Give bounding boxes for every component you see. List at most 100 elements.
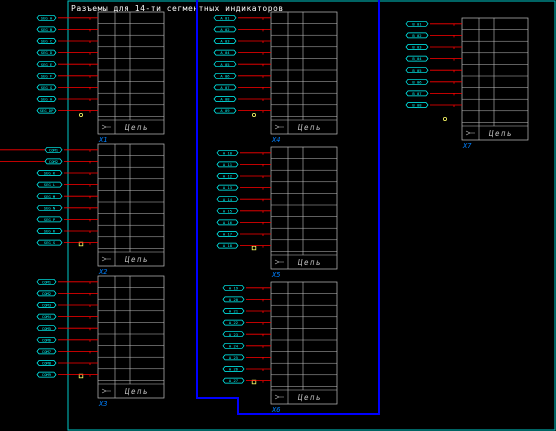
pin-row: SEG_B — [36, 26, 98, 33]
net-label-text: COM8 — [42, 361, 52, 366]
table-footer-label: Цепь — [297, 123, 322, 132]
net-label-text: A_05 — [220, 62, 229, 67]
pin-row: A_05 — [213, 61, 271, 68]
pin-row: SEG_G — [36, 84, 98, 91]
table-footer-label: Цепь — [124, 387, 149, 396]
net-label-text: A_18 — [223, 243, 233, 248]
net-label-text: SEG_F — [41, 73, 53, 78]
net-label-flag — [213, 38, 237, 44]
net-label-text: SEG_N — [44, 205, 56, 210]
net-label-text: A_21 — [229, 309, 239, 314]
net-label-flag — [405, 67, 429, 74]
net-label-flag — [36, 84, 57, 91]
pin-row: SEG_D — [36, 49, 98, 56]
pin-row: A_01 — [213, 14, 271, 21]
pin-row: SEG_E — [36, 61, 98, 68]
net-label-text: SEG_D — [41, 50, 53, 55]
connector-x2: ЦепьX2COM1COM2SEG_KSEG_LSEG_MSEG_NSEG_PS… — [0, 143, 165, 276]
connector-designator: X6 — [271, 406, 280, 414]
bus-line — [196, 0, 380, 415]
connectors-layer: ЦепьX1SEG_ASEG_BSEG_CSEG_DSEG_ESEG_FSEG_… — [0, 11, 529, 414]
net-label-flag — [36, 49, 57, 56]
connector-table-frame — [97, 11, 165, 135]
net-label-text: COM3 — [42, 303, 51, 308]
pin-row: COM5 — [36, 325, 98, 332]
net-label-text: A_09 — [220, 108, 230, 113]
net-label-flag — [216, 173, 239, 179]
net-label-flag — [36, 290, 57, 297]
pin-symbol-icon — [101, 388, 111, 394]
net-label-text: A_14 — [223, 197, 233, 202]
pin-symbol-icon — [274, 259, 284, 265]
pin-row: B_06 — [405, 78, 462, 85]
pin-row: SEG_S — [36, 239, 98, 246]
net-label-flag — [36, 360, 57, 366]
net-label-text: SEG_S — [44, 240, 56, 245]
net-label-text: SEG_M — [44, 194, 56, 199]
net-label-text: A_16 — [223, 220, 233, 225]
net-label-flag — [405, 44, 429, 50]
pin-row: SEG_C — [36, 38, 98, 44]
net-label-flag — [222, 377, 245, 384]
net-label-text: SEG_R — [44, 229, 56, 234]
net-label-text: A_27 — [229, 378, 238, 383]
net-label-flag — [222, 342, 245, 349]
junction-marker — [442, 117, 447, 122]
pin-row: COM4 — [36, 313, 98, 320]
connector-table-frame — [270, 11, 338, 135]
net-label-flag — [36, 96, 57, 102]
net-label-flag — [36, 26, 57, 33]
net-label-flag — [44, 158, 63, 165]
pin-row: SEG_DP — [36, 107, 98, 114]
net-label-flag — [216, 184, 239, 191]
net-label-text: A_01 — [220, 15, 230, 20]
net-label-text: A_20 — [229, 297, 239, 302]
net-label-flag — [213, 84, 237, 91]
net-label-text: COM4 — [42, 314, 52, 319]
net-label-text: B_08 — [412, 103, 422, 108]
sheet-title: Разъемы для 14-ти сегментных индикаторов — [71, 4, 284, 13]
net-label-text: COM5 — [42, 326, 51, 331]
net-label-flag — [36, 239, 63, 246]
pin-row: A_18 — [216, 242, 271, 249]
connector-table-frame — [270, 281, 338, 405]
junction-marker — [79, 113, 84, 118]
net-label-text: SEG_H — [41, 97, 53, 102]
net-label-text: A_08 — [220, 97, 230, 102]
net-label-text: B_06 — [412, 79, 422, 84]
net-label-flag — [36, 193, 63, 200]
net-label-text: A_13 — [223, 185, 232, 190]
net-label-flag — [222, 366, 245, 372]
net-label-flag — [36, 348, 57, 355]
net-label-flag — [405, 20, 429, 27]
net-label-flag — [36, 325, 57, 332]
pin-row: A_15 — [216, 207, 271, 214]
net-label-text: B_04 — [412, 56, 422, 61]
net-label-text: COM1 — [42, 279, 52, 284]
net-label-text: COM9 — [42, 372, 52, 377]
pin-row: A_24 — [222, 342, 271, 349]
connector-designator: X3 — [98, 400, 107, 408]
connector-x6: ЦепьX6A_19A_20A_21A_22A_23A_24A_25A_26A_… — [222, 281, 338, 414]
pin-row: COM2 — [0, 158, 98, 165]
net-label-flag — [213, 49, 237, 56]
net-label-flag — [405, 55, 429, 62]
net-label-flag — [36, 170, 63, 176]
pin-row: SEG_A — [36, 14, 98, 21]
junction-marker — [78, 241, 84, 247]
pin-row: COM7 — [36, 348, 98, 355]
net-label-text: SEG_L — [44, 182, 56, 187]
pin-symbol-icon — [101, 256, 111, 262]
net-label-flag — [36, 38, 57, 44]
net-label-text: COM7 — [42, 349, 51, 354]
pin-row: A_19 — [222, 284, 271, 291]
pin-row: A_21 — [222, 308, 271, 314]
table-footer-label: Цепь — [124, 123, 149, 132]
net-label-text: SEG_A — [41, 15, 53, 20]
pin-row: SEG_L — [36, 181, 98, 188]
sheet-frame — [67, 0, 556, 431]
connector-x3: ЦепьX3COM1COM2COM3COM4COM5COM6COM7COM8CO… — [36, 275, 165, 408]
net-label-flag — [36, 371, 57, 378]
net-label-text: A_25 — [229, 355, 238, 360]
